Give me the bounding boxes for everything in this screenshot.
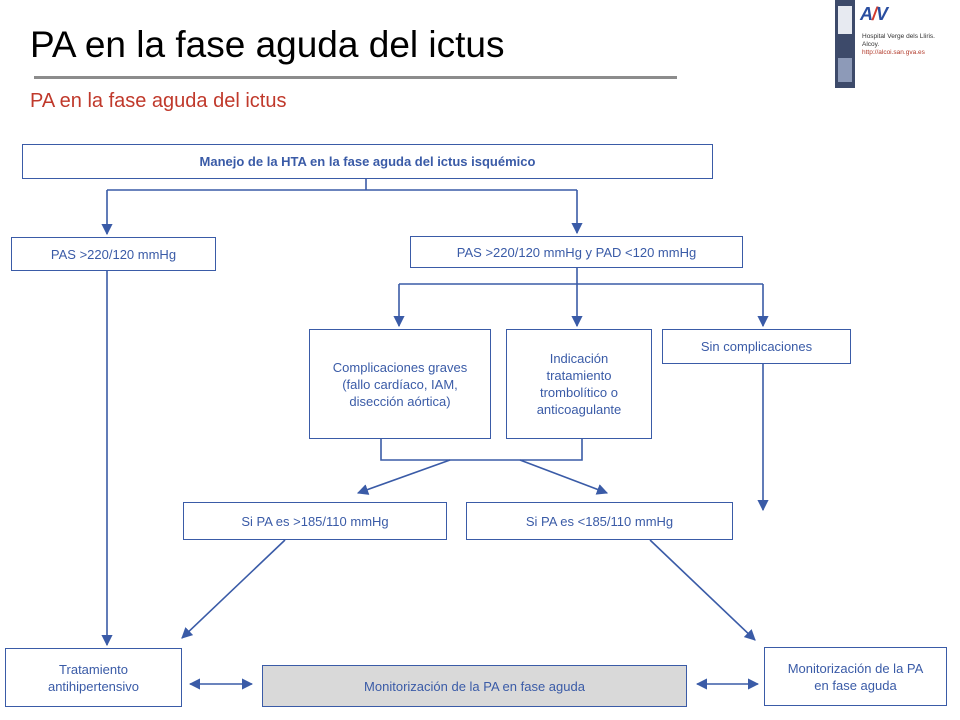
logo-bar-mark-bottom — [838, 58, 852, 82]
av-logo-icon: A/V — [860, 4, 888, 24]
node-pa-mayor: Si PA es >185/110 mmHg — [183, 502, 447, 540]
node-pa-menor: Si PA es <185/110 mmHg — [466, 502, 733, 540]
arrow-pa-mayor-to-tratamiento — [181, 539, 286, 639]
node-tratamiento: Tratamiento antihipertensivo — [5, 648, 182, 707]
arrow-to-pa-mayor — [356, 459, 451, 495]
node-pas-pad: PAS >220/120 mmHg y PAD <120 mmHg — [410, 236, 743, 268]
page-title: PA en la fase aguda del ictus — [30, 24, 505, 65]
node-monitorizacion-derecha: Monitorización de la PA en fase aguda — [764, 647, 947, 706]
node-complicaciones: Complicaciones graves (fallo cardíaco, I… — [309, 329, 491, 439]
node-sin-complicaciones: Sin complicaciones — [662, 329, 851, 364]
page-subtitle: PA en la fase aguda del ictus — [30, 90, 287, 112]
node-root: Manejo de la HTA en la fase aguda del ic… — [22, 144, 713, 179]
hospital-url: http://alcoi.san.gva.es — [862, 49, 925, 56]
title-underline — [34, 76, 677, 79]
logo-bar-mark-top — [838, 6, 852, 34]
arrow-to-pa-menor — [519, 459, 609, 495]
logo-sidebar-bar — [835, 0, 855, 88]
hospital-name: Hospital Verge dels Lliris. — [862, 33, 935, 40]
node-indicacion: Indicación tratamiento trombolítico o an… — [506, 329, 652, 439]
node-monitorizacion-centro: Monitorización de la PA en fase aguda — [262, 665, 687, 707]
connector-merge-bracket — [380, 439, 583, 461]
arrow-pa-menor-to-monitorizacion — [649, 539, 756, 641]
hospital-city: Alcoy. — [862, 41, 880, 48]
hospital-info: Hospital Verge dels Lliris. Alcoy. http:… — [862, 33, 935, 57]
node-pas-high: PAS >220/120 mmHg — [11, 237, 216, 271]
